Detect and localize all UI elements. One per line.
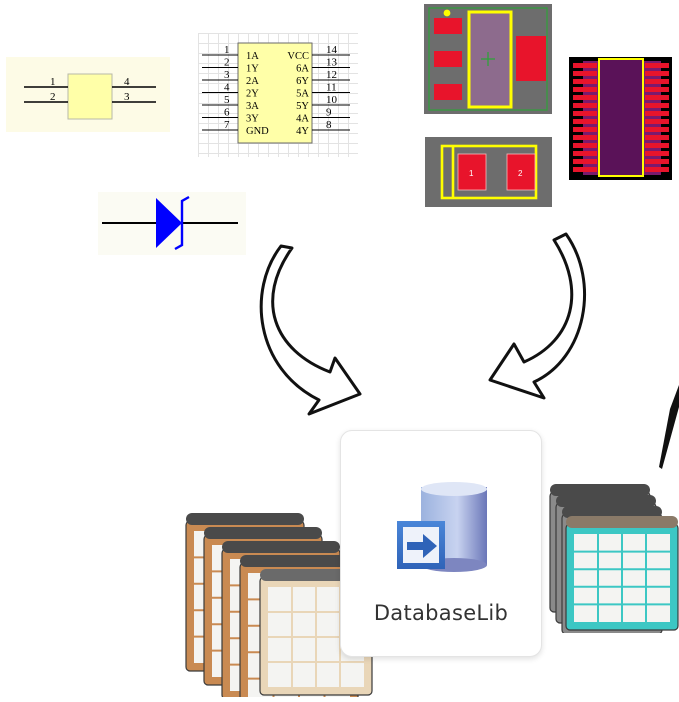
pin-label: 1Y xyxy=(246,64,259,75)
pin-number: 2 xyxy=(224,57,230,69)
database-import-icon xyxy=(391,479,491,577)
pin-number: 12 xyxy=(326,69,337,81)
pin-label: 4Y xyxy=(296,126,309,137)
pin-label: 3A xyxy=(246,101,259,112)
pin-label: 6A xyxy=(296,64,309,75)
pad-label: 1 xyxy=(469,169,474,178)
pin-label: 6Y xyxy=(296,76,309,87)
pin-label: VCC xyxy=(287,51,309,62)
pin-label: GND xyxy=(246,126,269,137)
pcb-footprint-sot xyxy=(424,4,552,114)
curved-arrow-left xyxy=(255,240,380,420)
pin-number: 13 xyxy=(326,57,338,69)
pin-label: 2A xyxy=(246,76,259,87)
pcb-footprint-two-pad: 1 2 xyxy=(425,137,552,207)
pad-label: 2 xyxy=(518,169,523,178)
pin-label: 1A xyxy=(246,51,259,62)
pin-label: 5Y xyxy=(296,101,309,112)
pin-number: 14 xyxy=(326,44,338,56)
small-schematic-symbol: 1 2 4 3 xyxy=(6,57,170,132)
pin-label: 2Y xyxy=(246,89,259,100)
diode-symbol xyxy=(98,192,246,255)
table-stack-icon xyxy=(540,478,679,635)
pin-label: 4A xyxy=(296,114,309,125)
pin-number: 1 xyxy=(50,76,56,88)
pin-number: 3 xyxy=(224,69,230,81)
pin-number: 8 xyxy=(326,119,332,131)
table-sheet xyxy=(565,516,679,631)
pin-number: 7 xyxy=(224,119,230,131)
pin-number: 4 xyxy=(124,76,130,88)
pin-number: 1 xyxy=(224,44,230,56)
pin-number: 2 xyxy=(50,91,56,103)
app-name-label: DatabaseLib xyxy=(373,601,509,625)
pen-icon xyxy=(650,385,679,475)
database-lib-tile[interactable]: DatabaseLib xyxy=(340,430,542,657)
pin-label: 5A xyxy=(296,89,309,100)
table-stack-icon xyxy=(178,495,378,702)
curved-arrow-right xyxy=(482,232,607,410)
pin-number: 11 xyxy=(326,82,337,94)
pcb-footprint-soic xyxy=(569,57,672,180)
pin-label: 3Y xyxy=(246,114,259,125)
pin-number: 5 xyxy=(224,94,230,106)
pin-number: 9 xyxy=(326,107,332,119)
pin-number: 3 xyxy=(124,91,130,103)
pin-number: 4 xyxy=(224,82,230,94)
pin-number: 10 xyxy=(326,94,338,106)
pin-number: 6 xyxy=(224,107,230,119)
